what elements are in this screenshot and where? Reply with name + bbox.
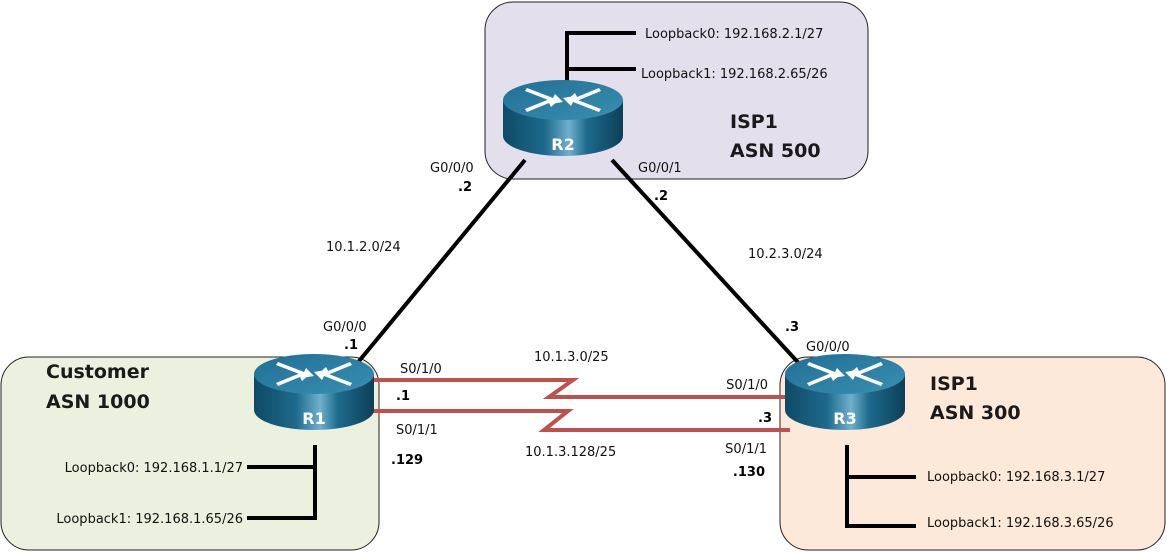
r3-g000-iface: G0/0/0 [806,340,850,355]
r3-s011-iface: S0/1/1 [725,442,767,457]
link-r1-r2 [348,158,527,374]
r3-s010-host: .3 [758,411,772,426]
r3-loopback-lines [845,445,916,528]
r2-loopback-lines [565,31,636,82]
r1-loopback-lines [247,445,317,520]
serial-link-2 [370,409,790,432]
router-r2[interactable]: R2 [503,80,623,156]
r1-s011-iface: S0/1/1 [396,423,438,438]
link-r2-r3 [610,158,807,372]
serial2-network: 10.1.3.128/25 [525,445,616,460]
r2-g001-host: .2 [654,189,668,204]
r2-loopback1-label: Loopback1: 192.168.2.65/26 [641,67,828,82]
r3-loopback1-label: Loopback1: 192.168.3.65/26 [927,516,1114,531]
r3-g000-host: .3 [785,320,799,335]
router-r1-label: R1 [302,409,325,428]
r1-loopback0-label: Loopback0: 192.168.1.1/27 [65,461,243,476]
r3-loopback0-label: Loopback0: 192.168.3.1/27 [927,470,1105,485]
r1-s010-host: .1 [396,389,410,404]
zone-customer-asn: ASN 1000 [46,391,150,413]
zone-isp500-name: ISP1 [730,111,778,133]
r2-loopback0-label: Loopback0: 192.168.2.1/27 [645,27,823,42]
zone-isp300-name: ISP1 [930,373,978,395]
r3-s010-iface: S0/1/0 [726,378,768,393]
r2-g000-host: .2 [458,180,472,195]
r2-r3-network: 10.2.3.0/24 [748,247,823,262]
r1-loopback1-label: Loopback1: 192.168.1.65/26 [56,512,243,527]
r1-g000-iface: G0/0/0 [323,320,367,335]
zone-isp300-asn: ASN 300 [930,402,1021,424]
r2-g000-iface: G0/0/0 [430,161,474,176]
r1-s011-host: .129 [391,453,423,468]
serial1-network: 10.1.3.0/25 [534,350,609,365]
r1-g000-host: .1 [344,338,358,353]
r3-s011-host: .130 [733,465,765,480]
router-r2-label: R2 [551,135,574,154]
r1-s010-iface: S0/1/0 [400,362,442,377]
serial-link-1 [370,378,790,399]
zone-isp500-asn: ASN 500 [730,140,821,162]
router-r3-label: R3 [833,409,856,428]
r2-g001-iface: G0/0/1 [638,161,682,176]
r1-r2-network: 10.1.2.0/24 [326,240,401,255]
router-r1[interactable]: R1 [254,354,374,430]
zone-customer-name: Customer [46,361,150,383]
router-r3[interactable]: R3 [785,354,905,430]
